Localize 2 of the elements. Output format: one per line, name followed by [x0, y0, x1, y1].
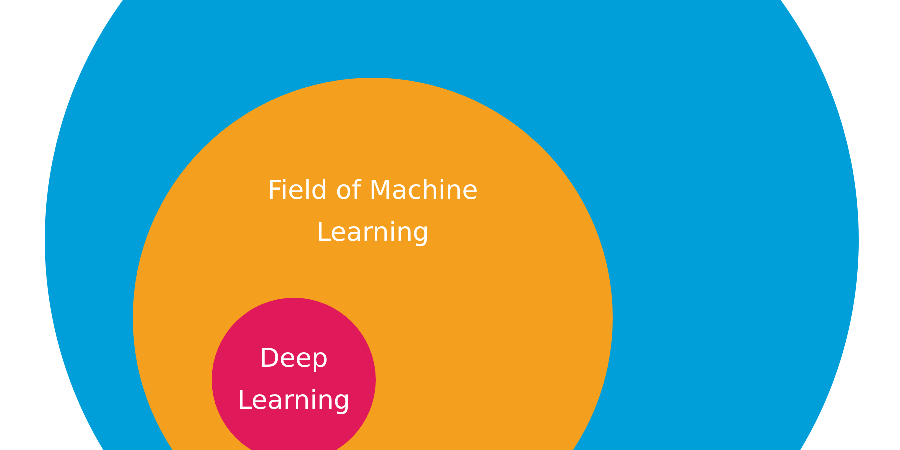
circle-label: Deep Learning — [236, 343, 352, 418]
circle-label: Field of Machine Learning — [266, 175, 480, 250]
